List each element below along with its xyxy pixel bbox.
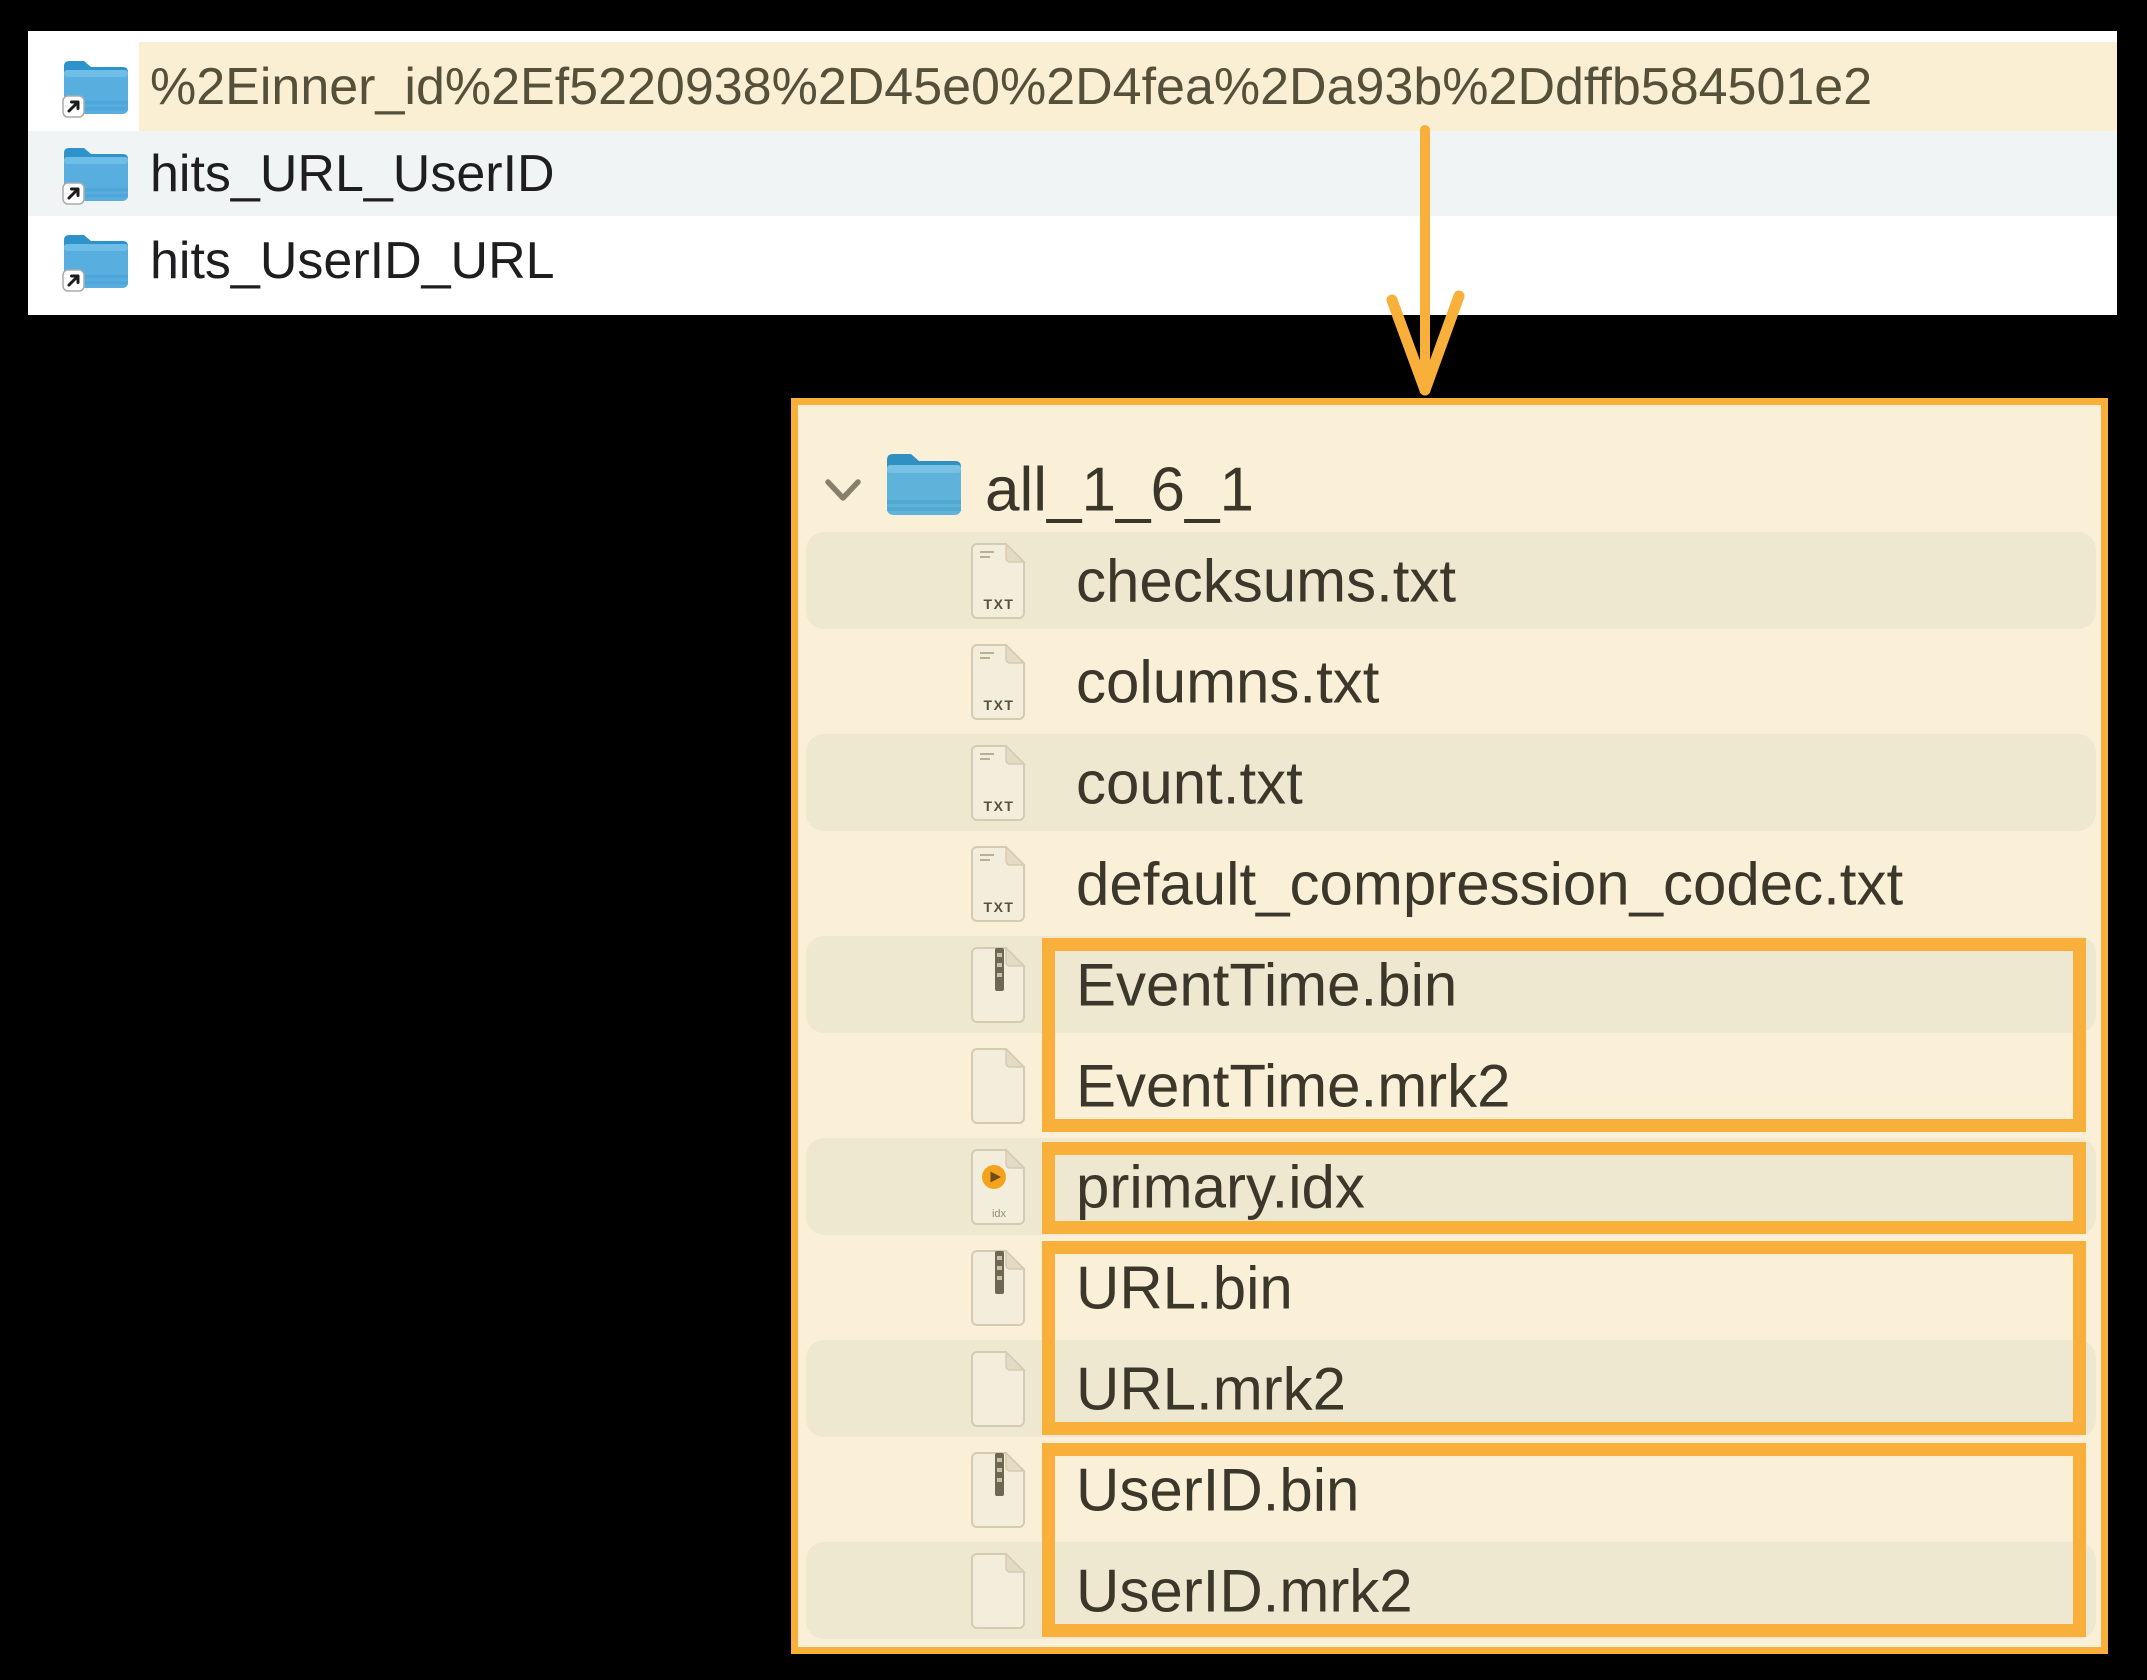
svg-text:idx: idx	[992, 1208, 1007, 1220]
folder-icon	[887, 454, 961, 515]
file-name: URL.mrk2	[1076, 1355, 1347, 1422]
alias-folder-icon	[62, 235, 128, 292]
row-highlight	[139, 42, 2117, 131]
mrk2-file-icon	[971, 1551, 1026, 1629]
mrk2-file-icon	[971, 1349, 1026, 1427]
file-name: checksums.txt	[1076, 547, 1457, 614]
part-contents-panel: all_1_6_1 TXT checksums.txt	[791, 398, 2108, 1654]
file-row-eventtime-mrk2[interactable]: EventTime.mrk2	[798, 1035, 2101, 1136]
file-row-default-compression-codec-txt[interactable]: TXT default_compression_codec.txt	[798, 833, 2101, 934]
alias-folder-icon	[62, 60, 128, 118]
file-name: columns.txt	[1076, 648, 1380, 715]
alias-arrow-badge	[62, 181, 85, 205]
file-name: count.txt	[1076, 749, 1303, 816]
file-name: default_compression_codec.txt	[1076, 850, 1904, 917]
file-row-count-txt[interactable]: TXT count.txt	[798, 732, 2101, 833]
alias-arrow-badge	[62, 94, 85, 118]
tree-root-label: all_1_6_1	[985, 455, 1254, 525]
txt-file-icon: TXT	[971, 541, 1026, 619]
svg-text:TXT: TXT	[984, 697, 1015, 713]
idx-file-icon: idx	[971, 1147, 1026, 1225]
file-name: UserID.mrk2	[1076, 1557, 1413, 1624]
file-name: EventTime.mrk2	[1076, 1052, 1511, 1119]
file-row-userid-mrk2[interactable]: UserID.mrk2	[798, 1540, 2101, 1641]
bin-file-icon	[971, 1248, 1026, 1326]
alias-folder-icon	[62, 147, 128, 205]
list-item-hits-url-userid[interactable]: hits_URL_UserID	[28, 131, 2117, 216]
file-name: UserID.bin	[1076, 1456, 1360, 1523]
file-row-checksums-txt[interactable]: TXT checksums.txt	[798, 530, 2101, 631]
chevron-down-icon[interactable]	[824, 476, 862, 504]
file-name: primary.idx	[1076, 1153, 1365, 1220]
svg-text:TXT: TXT	[984, 596, 1015, 612]
txt-file-icon: TXT	[971, 844, 1026, 922]
finder-list-view: %2Einner_id%2Ef5220938%2D45e0%2D4fea%2Da…	[28, 31, 2117, 315]
file-name: EventTime.bin	[1076, 951, 1458, 1018]
file-row-url-mrk2[interactable]: URL.mrk2	[798, 1338, 2101, 1439]
bin-file-icon	[971, 945, 1026, 1023]
txt-file-icon: TXT	[971, 642, 1026, 720]
svg-text:TXT: TXT	[984, 798, 1015, 814]
file-row-userid-bin[interactable]: UserID.bin	[798, 1439, 2101, 1540]
bin-file-icon	[971, 1450, 1026, 1528]
file-row-eventtime-bin[interactable]: EventTime.bin	[798, 934, 2101, 1035]
mrk2-file-icon	[971, 1046, 1026, 1124]
file-name: URL.bin	[1076, 1254, 1293, 1321]
list-item-label: hits_UserID_URL	[150, 232, 555, 290]
down-arrow-annotation	[1386, 125, 1465, 396]
list-item-hits-userid-url[interactable]: hits_UserID_URL	[28, 216, 2117, 306]
file-row-primary-idx[interactable]: idx primary.idx	[798, 1136, 2101, 1237]
list-item-label: hits_URL_UserID	[150, 144, 555, 203]
tree-root-row[interactable]: all_1_6_1	[798, 440, 2101, 540]
list-item-inner-id[interactable]: %2Einner_id%2Ef5220938%2D45e0%2D4fea%2Da…	[28, 42, 2117, 131]
file-row-columns-txt[interactable]: TXT columns.txt	[798, 631, 2101, 732]
list-item-label: %2Einner_id%2Ef5220938%2D45e0%2D4fea%2Da…	[150, 57, 1873, 116]
file-row-url-bin[interactable]: URL.bin	[798, 1237, 2101, 1338]
alias-arrow-badge	[62, 269, 85, 292]
txt-file-icon: TXT	[971, 743, 1026, 821]
svg-text:TXT: TXT	[984, 899, 1015, 915]
